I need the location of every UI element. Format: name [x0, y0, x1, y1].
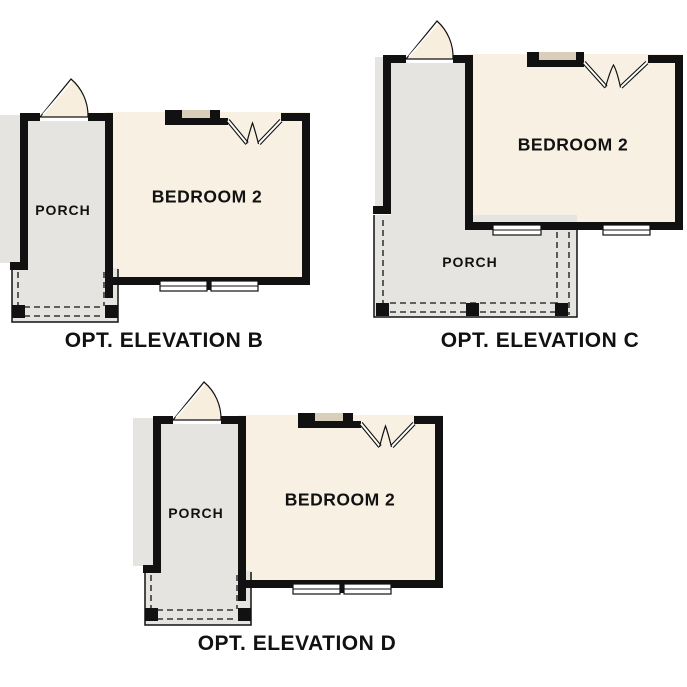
bedroom2-label-elevation-b: BEDROOM 2 [151, 186, 263, 207]
room-fill [105, 112, 310, 285]
elevation-b-plan [0, 78, 310, 323]
porch-label-elevation-d: PORCH [168, 505, 224, 521]
walls [373, 52, 683, 230]
porch-fill [0, 115, 118, 322]
bedroom2-label-elevation-d: BEDROOM 2 [284, 489, 396, 510]
elevation-c-plan [373, 20, 683, 318]
caption-elevation-b: OPT. ELEVATION B [64, 329, 264, 352]
porch-label-elevation-b: PORCH [35, 202, 91, 218]
door-swing [404, 20, 454, 60]
porch-fill [374, 57, 577, 317]
porch-posts [12, 305, 118, 318]
caption-elevation-d: OPT. ELEVATION D [197, 632, 397, 655]
porch-posts [376, 303, 568, 316]
porch-label-elevation-c: PORCH [442, 254, 498, 270]
caption-elevation-c: OPT. ELEVATION C [440, 329, 640, 352]
double-door-symbol [226, 119, 283, 145]
room-fill [465, 54, 683, 230]
porch-overhang-dashed-lines [17, 272, 105, 317]
door-swing [38, 78, 89, 118]
porch-slab-outline [373, 215, 578, 318]
bedroom2-label-elevation-c: BEDROOM 2 [517, 134, 629, 155]
porch-slab-outline [11, 268, 119, 323]
bedroom-windows [492, 224, 651, 236]
bedroom-windows [159, 280, 259, 292]
double-door-symbol [582, 60, 649, 89]
